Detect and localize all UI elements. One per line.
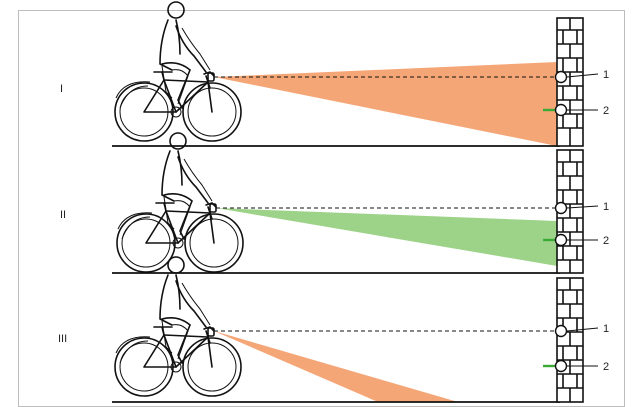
marker-1 <box>554 324 568 338</box>
light-beam <box>214 331 458 402</box>
marker-1 <box>554 201 568 215</box>
marker-2 <box>554 103 568 117</box>
marker-label-1: 1 <box>603 201 609 213</box>
light-beam <box>214 62 557 146</box>
scene-2: 1 2 II <box>60 132 609 274</box>
leader-1 <box>566 327 599 332</box>
marker-1 <box>554 70 568 84</box>
marker-2 <box>554 233 568 247</box>
marker-label-2: 2 <box>603 105 609 117</box>
scene-label: III <box>58 333 67 345</box>
scene-label: I <box>60 83 63 95</box>
brick-wall-icon <box>556 277 584 403</box>
marker-label-1: 1 <box>603 323 609 335</box>
scene-1: 1 2 I <box>60 1 609 147</box>
marker-label-1: 1 <box>603 69 609 81</box>
scene-3: 1 2 III <box>58 256 609 403</box>
marker-2 <box>554 359 568 373</box>
leader-1 <box>566 73 599 78</box>
marker-label-2: 2 <box>603 361 609 373</box>
leader-1 <box>566 205 599 209</box>
scene-label: II <box>60 209 66 221</box>
marker-label-2: 2 <box>603 235 609 247</box>
light-beam <box>216 208 557 266</box>
